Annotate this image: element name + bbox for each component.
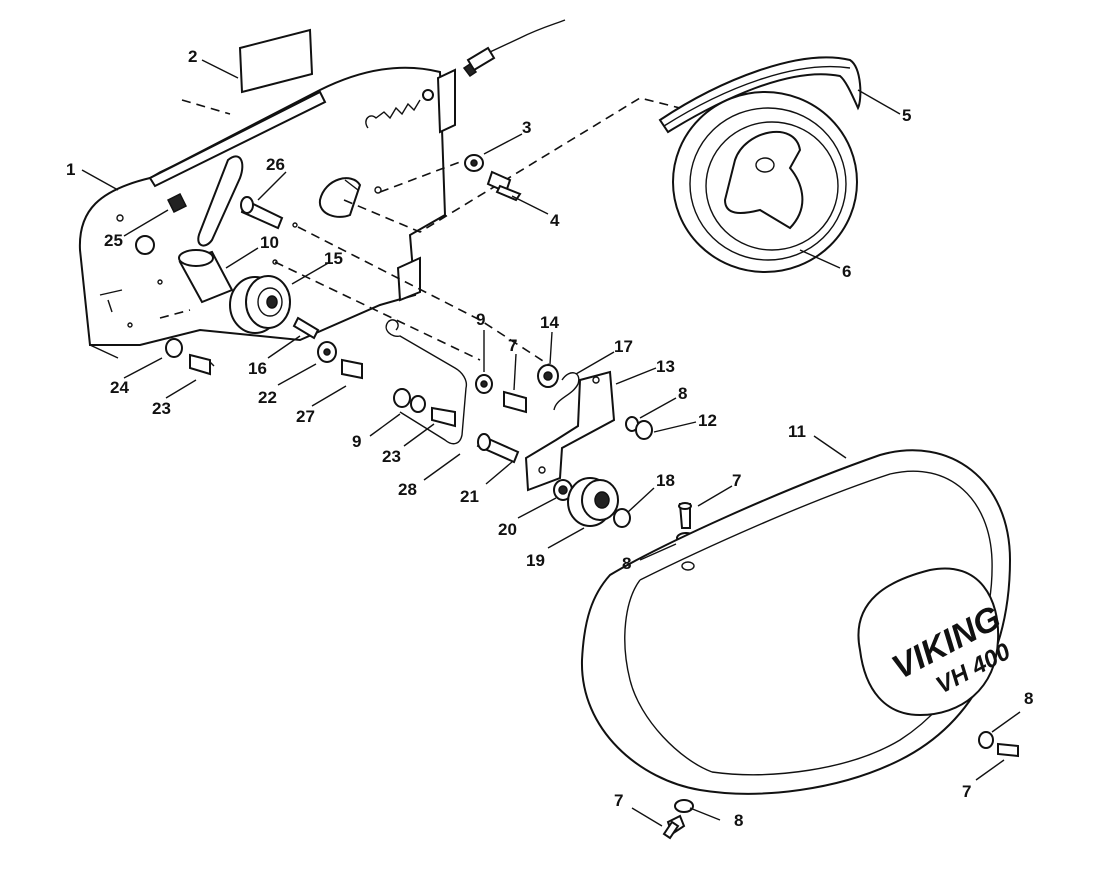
washer-part-22 xyxy=(317,341,337,363)
assembly-lines xyxy=(159,97,681,373)
pulley-part-15 xyxy=(229,275,291,334)
callout-6: 6 xyxy=(842,262,851,281)
bolt-part-27 xyxy=(341,358,363,380)
rod-part-28 xyxy=(385,319,468,445)
callout-26: 26 xyxy=(266,155,285,174)
bolt-part-7-right xyxy=(997,742,1019,758)
washer-part-8-right xyxy=(978,731,994,749)
leader-lines xyxy=(81,59,1021,827)
callout-12: 12 xyxy=(698,411,717,430)
bolt-part-7-mid xyxy=(503,390,527,414)
bolt-part-4 xyxy=(486,170,522,202)
throttle-cable xyxy=(462,19,566,78)
washer-part-3 xyxy=(464,154,484,172)
nut-part-12 xyxy=(635,420,653,440)
pulley-part-19 xyxy=(567,477,619,527)
callout-8-top: 8 xyxy=(622,554,631,573)
callout-24: 24 xyxy=(110,378,129,397)
callout-23-lower: 23 xyxy=(382,447,401,466)
callout-1: 1 xyxy=(66,160,75,179)
bolt-part-21 xyxy=(476,433,520,464)
callout-numbers: 1 2 3 4 5 6 25 26 10 15 16 24 23 22 27 9… xyxy=(66,47,1033,830)
decal-part-2 xyxy=(238,28,314,94)
callout-13: 13 xyxy=(656,357,675,376)
nut-part-18 xyxy=(613,508,631,528)
callout-20: 20 xyxy=(498,520,517,539)
bolt-part-23 xyxy=(189,353,215,376)
bolt-part-7-top xyxy=(678,502,692,529)
nut-part-14 xyxy=(537,364,559,388)
callout-5: 5 xyxy=(902,106,911,125)
belt-cover-part-11 xyxy=(580,449,1012,795)
callout-28: 28 xyxy=(398,480,417,499)
callout-25: 25 xyxy=(104,231,123,250)
callout-17: 17 xyxy=(614,337,633,356)
washer-part-9-lower xyxy=(393,388,426,413)
pulley-part-6 xyxy=(672,91,858,273)
callout-9-lower: 9 xyxy=(352,432,361,451)
callout-27: 27 xyxy=(296,407,315,426)
callout-23: 23 xyxy=(152,399,171,418)
washer-part-24 xyxy=(165,338,183,358)
washer-part-9 xyxy=(475,374,493,394)
callout-7-bottom: 7 xyxy=(614,791,623,810)
v-belt-part-5 xyxy=(658,56,862,134)
callout-8-right: 8 xyxy=(1024,689,1033,708)
callout-14: 14 xyxy=(540,313,559,332)
callout-8-mid: 8 xyxy=(678,384,687,403)
back-plate-part-1 xyxy=(78,66,456,359)
callout-7-right: 7 xyxy=(962,782,971,801)
callout-15: 15 xyxy=(324,249,343,268)
callout-21: 21 xyxy=(460,487,479,506)
bracket-part-13 xyxy=(524,370,616,492)
callout-8-bottom: 8 xyxy=(734,811,743,830)
washer-part-8-bottom xyxy=(674,799,694,813)
pin-part-16 xyxy=(292,316,320,340)
bolt-part-7-bottom xyxy=(662,814,686,840)
spring xyxy=(365,89,434,129)
callout-7-mid: 7 xyxy=(508,336,517,355)
callout-3: 3 xyxy=(522,118,531,137)
callout-4: 4 xyxy=(550,211,560,230)
bolt-part-26 xyxy=(240,196,284,230)
callout-18: 18 xyxy=(656,471,675,490)
callout-2: 2 xyxy=(188,47,197,66)
callout-9: 9 xyxy=(476,310,485,329)
callout-16: 16 xyxy=(248,359,267,378)
callout-10: 10 xyxy=(260,233,279,252)
spacer-part-10 xyxy=(178,249,234,304)
bolt-part-23-lower xyxy=(431,406,456,428)
callout-19: 19 xyxy=(526,551,545,570)
callout-22: 22 xyxy=(258,388,277,407)
clip-part-25 xyxy=(166,192,188,214)
callout-7-top: 7 xyxy=(732,471,741,490)
spring-part-17 xyxy=(553,372,580,411)
callout-11: 11 xyxy=(788,422,806,441)
